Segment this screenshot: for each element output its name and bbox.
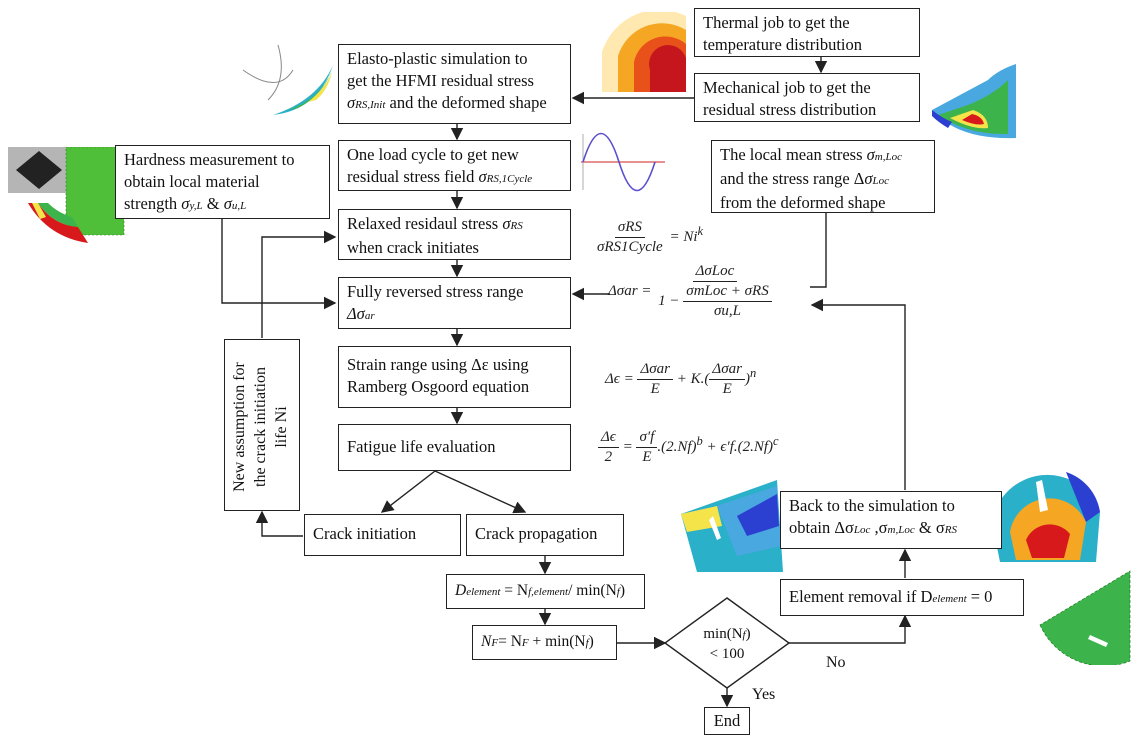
decision-text: min(Nf) < 100	[703, 626, 751, 662]
fully-reversed-box: Fully reversed stress range Δσar	[338, 277, 571, 329]
arrow-init-to-assumption	[255, 510, 303, 537]
crack-propagation-box: Crack propagation	[466, 514, 624, 556]
hardness-line-1: Hardness measurement to	[124, 150, 295, 169]
hardness-box: Hardness measurement to obtain local mat…	[115, 145, 330, 219]
arrow-back-to-eq	[810, 298, 906, 490]
fea-weld-image-topleft	[238, 40, 338, 120]
relaxed-residual-box: Relaxed residaul stress σRS when crack i…	[338, 209, 571, 260]
load-cycle-box: One load cycle to get new residual stres…	[338, 140, 571, 191]
nf-update-box: NF= NF + min(Nf)	[472, 625, 617, 660]
arrow-decision-to-removal	[789, 614, 912, 644]
element-removal-box: Element removal if Delement = 0	[780, 579, 1024, 616]
load-line-2: residual stress field σRS,1Cycle	[347, 167, 533, 186]
new-assumption-box	[224, 339, 300, 511]
relaxed-line-1: Relaxed residaul stress σRS	[347, 214, 523, 233]
elasto-line-2: get the HFMI residual stress	[347, 71, 534, 90]
yes-label: Yes	[752, 686, 776, 703]
decision-diamond	[663, 597, 791, 689]
line-localmean-to-eq	[810, 213, 827, 288]
localmean-line-3: from the deformed shape	[720, 193, 886, 212]
elasto-line-1: Elasto-plastic simulation to	[347, 49, 528, 68]
crack-initiation-box: Crack initiation	[304, 514, 461, 556]
relaxed-line-2: when crack initiates	[347, 238, 479, 257]
fully-line-2: Δσar	[347, 304, 375, 323]
arrow-assumption-to-relaxed	[261, 230, 337, 338]
elasto-line-3: σRS,Init and the deformed shape	[347, 93, 547, 112]
back-line-1: Back to the simulation to	[789, 496, 955, 515]
fea-residual-stress-image	[928, 60, 1020, 142]
local-mean-stress-box: The local mean stress σm,Loc and the str…	[711, 140, 935, 213]
no-label: No	[826, 654, 846, 671]
end-box: End	[704, 707, 750, 735]
arrow-hardness-to-fully	[221, 219, 337, 310]
fea-thermal-image	[598, 9, 690, 98]
localmean-line-2: and the stress range ΔσLoc	[720, 169, 890, 188]
fea-crack-image-right	[990, 462, 1102, 566]
localmean-line-1: The local mean stress σm,Loc	[720, 145, 902, 164]
thermal-job-box: Thermal job to get the temperature distr…	[694, 8, 920, 57]
load-line-1: One load cycle to get new	[347, 145, 519, 164]
hardness-indent-image	[8, 146, 126, 247]
fea-element-removal-image	[1030, 565, 1134, 667]
new-assumption-text: New assumption for the crack initiation …	[231, 362, 290, 492]
elasto-plastic-box: Elasto-plastic simulation to get the HFM…	[338, 44, 571, 124]
mechanical-job-box: Mechanical job to get the residual stres…	[694, 73, 920, 122]
strain-range-box: Strain range using Δε using Ramberg Osgo…	[338, 346, 571, 408]
hardness-line-2: obtain local material	[124, 172, 260, 191]
hardness-line-3: strength σy,L & σu,L	[124, 194, 247, 213]
fully-line-1: Fully reversed stress range	[347, 282, 524, 301]
arrow-fatigue-to-prop	[434, 470, 527, 514]
arrow-fatigue-to-init	[380, 470, 436, 513]
fea-crack-image-left	[677, 476, 787, 576]
back-line-2: obtain ΔσLoc ,σm,Loc & σRS	[789, 518, 957, 537]
fatigue-life-box: Fatigue life evaluation	[338, 424, 571, 471]
damage-element-box: Delement = Nf,element/ min(Nf)	[446, 574, 645, 609]
load-cycle-sine-image	[577, 130, 667, 194]
back-to-simulation-box: Back to the simulation to obtain ΔσLoc ,…	[780, 491, 1002, 549]
